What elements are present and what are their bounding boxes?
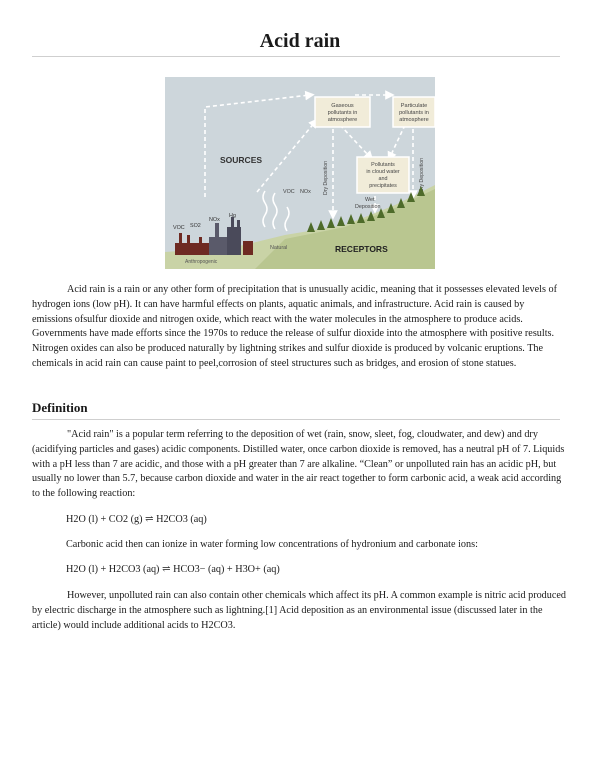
gaseous-line-3: atmosphere [328, 117, 358, 123]
forest-trees [307, 186, 425, 232]
natural-emission-wave-1 [262, 190, 268, 228]
wet-deposition-label-1: Wet [365, 197, 375, 203]
receptors-label: RECEPTORS [335, 244, 388, 254]
equation-carbonic-acid: H2O (l) + CO2 (g) ⇌ H2CO3 (aq) [66, 514, 207, 525]
equation-ionization: H2O (l) + H2CO3 (aq) ⇌ HCO3− (aq) + H3O+… [66, 564, 280, 575]
intro-paragraph: Acid rain is a rain or any other form of… [32, 284, 557, 369]
cloud-line-3: and [379, 176, 388, 182]
unpolluted-rain-paragraph: However, unpolluted rain can also contai… [32, 590, 567, 631]
natural-label: Natural [270, 245, 287, 251]
natural-emission-wave-3 [284, 206, 290, 232]
definition-divider [32, 419, 560, 420]
gaseous-line-1: Gaseous [331, 103, 354, 109]
so2-label: SO2 [190, 223, 201, 229]
nox-top-label: NOx [300, 189, 311, 195]
natural-emission-wave-2 [272, 192, 278, 230]
hg-label: Hg [229, 213, 236, 219]
nox-label: NOx [209, 217, 220, 223]
factory-illustration [175, 217, 253, 255]
wet-deposition-label-2: Deposition [355, 204, 380, 210]
voc-label: VOC [173, 225, 185, 231]
particulate-pollutants-box [392, 96, 435, 128]
title-divider [32, 56, 560, 57]
acid-rain-diagram-svg: Gaseous pollutants in atmosphere Particu… [165, 77, 435, 269]
particulate-line-1: Particulate [401, 103, 427, 109]
receptor-hill [255, 189, 435, 269]
gaseous-pollutants-box [314, 96, 371, 128]
definition-paragraph: "Acid rain" is a popular term referring … [32, 429, 565, 500]
dry-deposition-label-1: Dry Deposition [323, 161, 329, 195]
cloud-line-2: in cloud water [366, 169, 399, 175]
cloud-line-1: Pollutants [371, 162, 395, 168]
voc-top-label: VOC [283, 189, 295, 195]
anthropogenic-label: Anthropogenic [185, 259, 218, 265]
dry-deposition-label-2: Dry Deposition [419, 158, 425, 192]
acid-rain-diagram: Gaseous pollutants in atmosphere Particu… [165, 77, 435, 269]
sources-label: SOURCES [220, 155, 262, 165]
particulate-line-2: pollutants in [399, 110, 429, 116]
particulate-line-3: atmosphere [399, 117, 429, 123]
carbonic-acid-paragraph: Carbonic acid then can ionize in water f… [66, 539, 478, 550]
cloud-water-box [356, 156, 410, 194]
definition-heading: Definition [32, 400, 88, 415]
page-title: Acid rain [259, 30, 341, 52]
gaseous-line-2: pollutants in [328, 110, 358, 116]
cloud-line-4: precipitates [369, 183, 397, 189]
